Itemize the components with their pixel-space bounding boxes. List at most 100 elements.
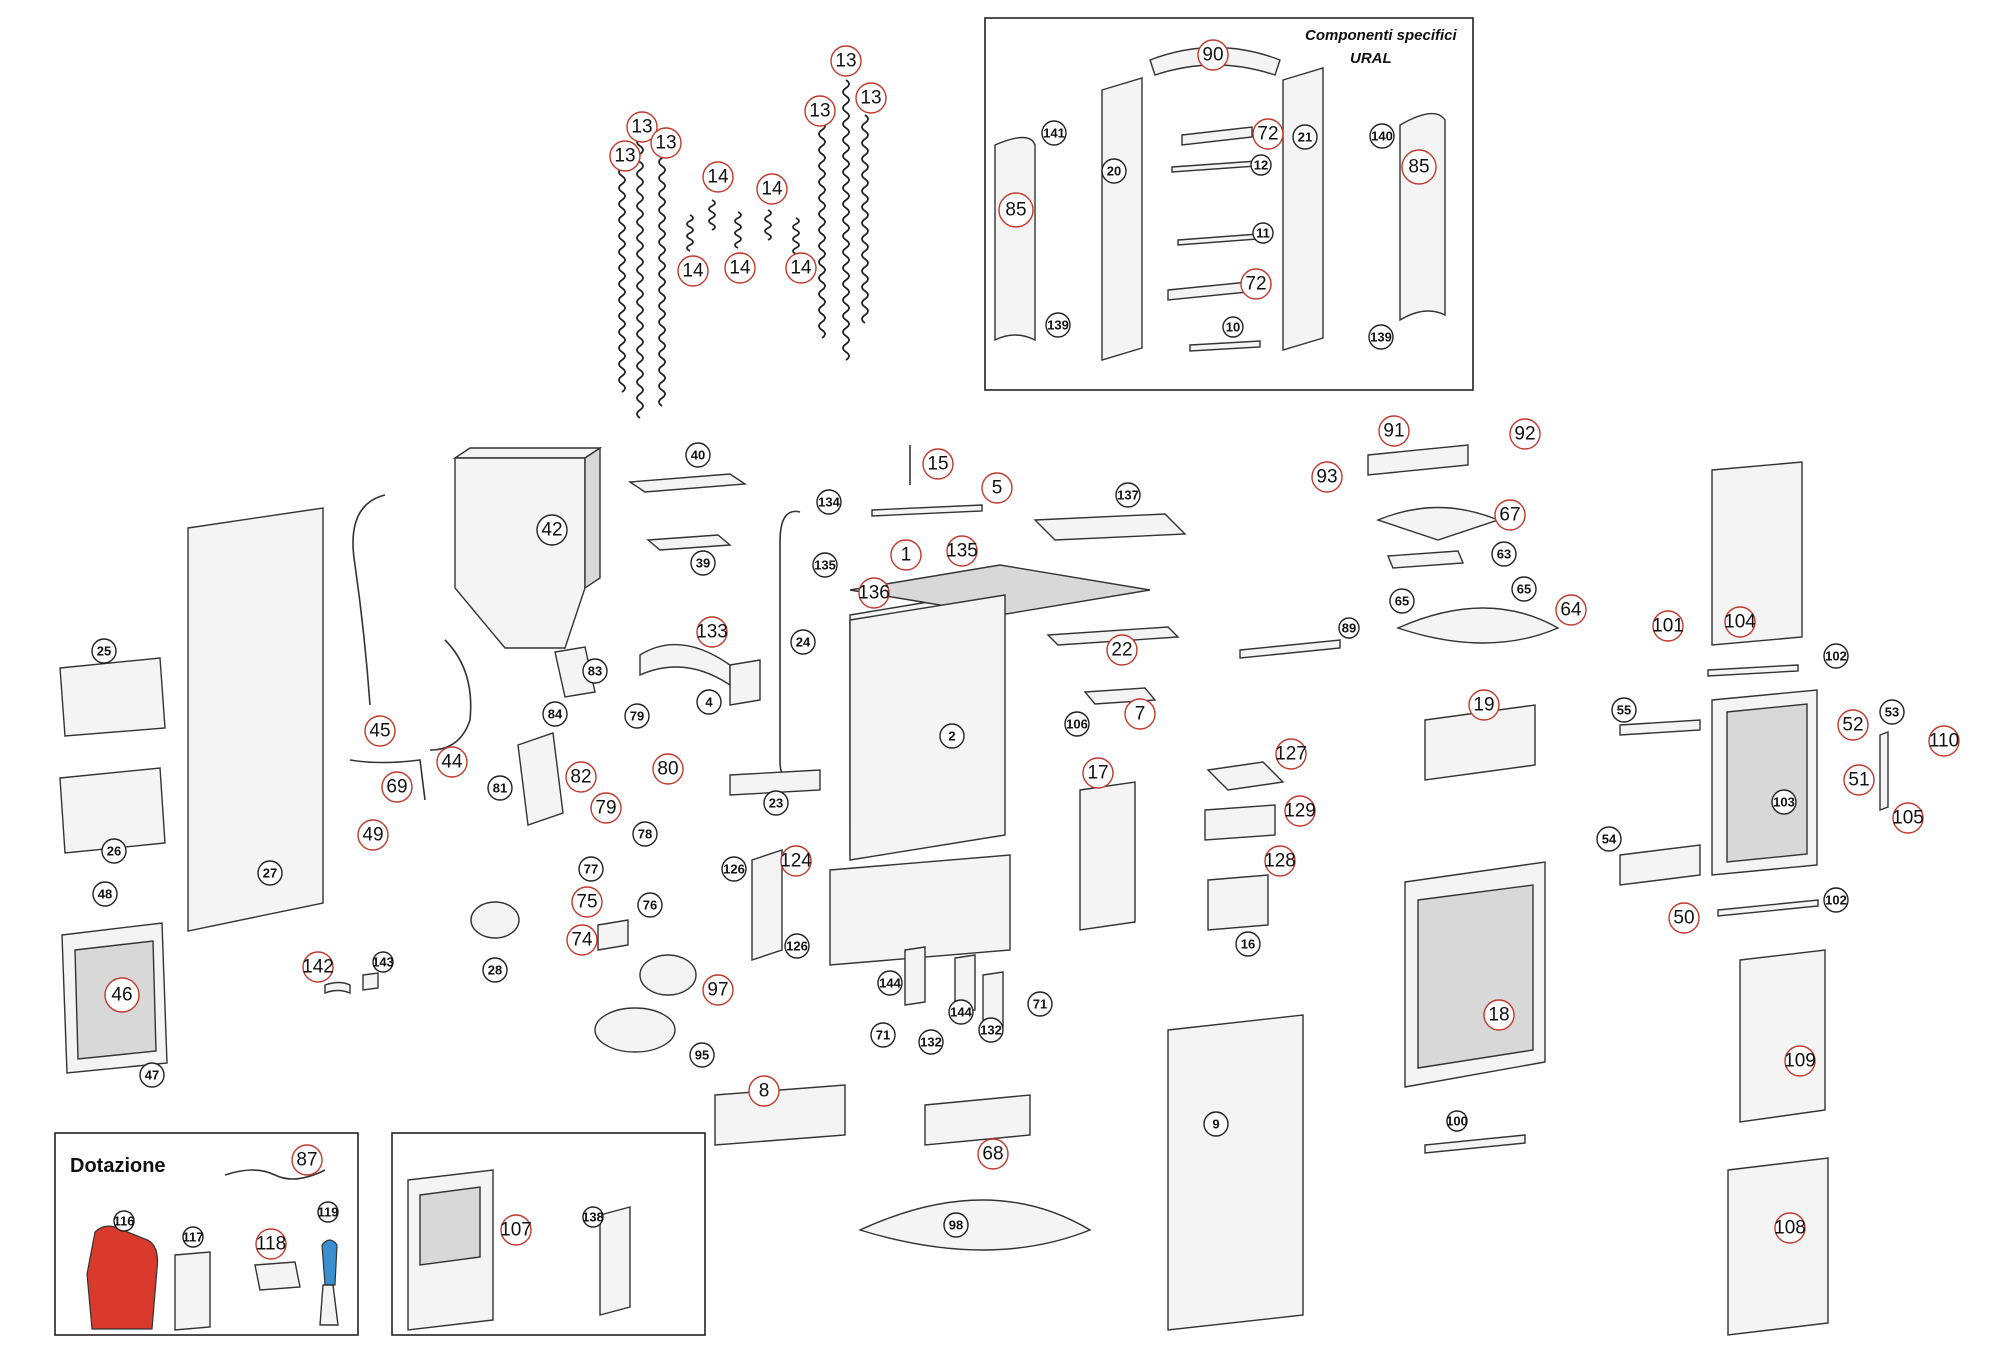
callout-circle [763, 790, 789, 816]
callout-107: 107 [500, 1214, 532, 1246]
callout-40: 40 [685, 442, 711, 468]
callout-number: 117 [183, 1230, 204, 1245]
callout-number: 47 [145, 1068, 159, 1083]
callout-21: 21 [1292, 124, 1318, 150]
callout-number: 81 [493, 781, 507, 796]
callout-77: 77 [578, 856, 604, 882]
callout-circle [689, 1042, 715, 1068]
callout-number: 132 [980, 1023, 1002, 1038]
callout-circle [1784, 1045, 1816, 1077]
callout-number: 129 [1284, 801, 1316, 822]
callout-85: 85 [998, 192, 1034, 228]
callout-circle [91, 638, 117, 664]
callout-circle [536, 514, 568, 546]
callout-number: 72 [1245, 274, 1266, 295]
ural-specific-parts [994, 46, 1446, 361]
callout-circle [1494, 499, 1526, 531]
callout-116: 116 [113, 1210, 135, 1232]
callout-circle [372, 951, 394, 973]
callout-126: 126 [784, 933, 810, 959]
callout-number: 13 [614, 146, 635, 167]
callout-46: 46 [104, 977, 140, 1013]
callout-14: 14 [702, 161, 734, 193]
callout-134: 134 [816, 489, 842, 515]
callout-number: 126 [723, 862, 745, 877]
callout-74: 74 [566, 924, 598, 956]
callout-119: 119 [317, 1201, 339, 1223]
callout-circle [816, 489, 842, 515]
callout-circle [1197, 39, 1229, 71]
callout-number: 44 [441, 752, 463, 773]
callout-127: 127 [1275, 738, 1307, 770]
callout-number: 136 [858, 583, 890, 604]
callout-circle [948, 999, 974, 1025]
callout-number: 64 [1560, 600, 1582, 621]
remote-118 [254, 1261, 301, 1291]
callout-number: 46 [111, 985, 132, 1006]
callout-circle [1483, 999, 1515, 1031]
callout-circle [978, 1017, 1004, 1043]
callout-number: 139 [1370, 330, 1392, 345]
callout-14: 14 [785, 252, 817, 284]
callout-number: 98 [949, 1218, 963, 1233]
callout-number: 22 [1111, 640, 1132, 661]
callout-circle [855, 82, 887, 114]
callout-19: 19 [1468, 689, 1500, 721]
callout-circle [482, 957, 508, 983]
callout-number: 13 [655, 133, 676, 154]
specific-components-subtitle: URAL [1350, 50, 1392, 67]
callout-number: 101 [1652, 616, 1684, 637]
callout-number: 95 [695, 1048, 709, 1063]
callout-102: 102 [1823, 643, 1849, 669]
callout-circle [804, 95, 836, 127]
callout-number: 39 [696, 556, 710, 571]
callout-135: 135 [946, 535, 978, 567]
callout-circle [939, 723, 965, 749]
callout-141: 141 [1041, 120, 1067, 146]
callout-27: 27 [257, 860, 283, 886]
callout-number: 13 [631, 117, 652, 138]
callout-circle [92, 881, 118, 907]
callout-circle [652, 753, 684, 785]
callout-number: 140 [1371, 129, 1393, 144]
callout-circle [257, 860, 283, 886]
callout-circle [500, 1214, 532, 1246]
callout-85: 85 [1401, 149, 1437, 185]
callout-number: 9 [1212, 1117, 1219, 1132]
callout-number: 20 [1107, 164, 1121, 179]
callout-number: 103 [1773, 795, 1795, 810]
callout-49: 49 [357, 819, 389, 851]
callout-number: 12 [1254, 158, 1268, 173]
callout-26: 26 [101, 838, 127, 864]
callout-number: 14 [729, 258, 751, 279]
callout-circle [1611, 697, 1637, 723]
callout-number: 79 [630, 709, 644, 724]
callout-circle [790, 629, 816, 655]
callout-number: 127 [1275, 744, 1307, 765]
callout-126: 126 [721, 856, 747, 882]
callout-number: 18 [1488, 1005, 1509, 1026]
callout-number: 135 [814, 558, 836, 573]
callout-number: 78 [638, 827, 652, 842]
callout-72: 72 [1240, 268, 1272, 300]
callout-144: 144 [877, 970, 903, 996]
callout-number: 27 [263, 866, 277, 881]
callout-81: 81 [487, 775, 513, 801]
callout-7: 7 [1124, 698, 1156, 730]
callout-circle [1250, 154, 1272, 176]
callout-5: 5 [981, 472, 1013, 504]
callout-104: 104 [1724, 606, 1756, 638]
callout-circle [918, 1029, 944, 1055]
callout-circle [1823, 887, 1849, 913]
callout-82: 82 [565, 761, 597, 793]
supplied-accessories-title: Dotazione [70, 1155, 166, 1177]
callout-circle [877, 970, 903, 996]
callout-circle [626, 111, 658, 143]
callout-number: 68 [982, 1144, 1003, 1165]
callout-circle [637, 892, 663, 918]
callout-93: 93 [1311, 461, 1343, 493]
callout-circle [943, 1212, 969, 1238]
callout-14: 14 [677, 255, 709, 287]
callout-number: 5 [992, 478, 1003, 499]
callout-25: 25 [91, 638, 117, 664]
